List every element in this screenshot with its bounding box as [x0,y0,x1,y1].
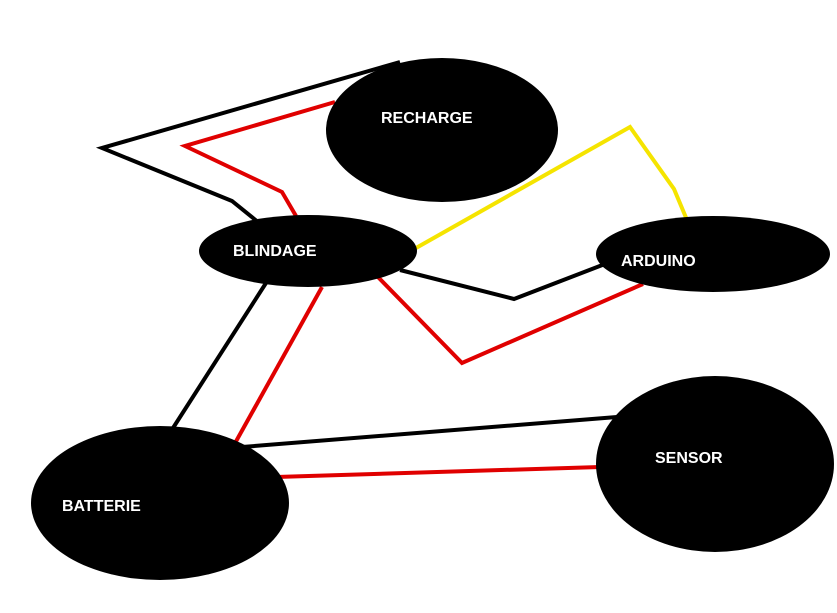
wire-recharge-blindage-black [95,60,401,224]
node-batterie-shape [31,426,289,580]
wire-batterie-sensor-black [241,415,618,449]
wire-blindage-arduino-red [374,273,644,366]
node-blindage: BLINDAGE [199,215,417,287]
node-batterie: BATTERIE [31,426,289,580]
node-recharge: RECHARGE [326,58,558,202]
node-sensor: SENSOR [596,376,834,552]
node-arduino-shape [596,216,830,292]
node-sensor-label: SENSOR [655,450,723,467]
node-blindage-label: BLINDAGE [233,243,317,260]
node-arduino-label: ARDUINO [621,253,696,270]
wire-batterie-sensor-red [275,465,601,479]
wire-blindage-arduino-black [399,262,606,302]
wire-blindage-batterie-red [232,286,324,446]
node-sensor-shape [596,376,834,552]
node-recharge-label: RECHARGE [381,110,473,127]
node-arduino: ARDUINO [596,216,830,292]
wire-blindage-batterie-black [171,281,268,430]
wire-recharge-blindage-red [179,100,336,218]
node-batterie-label: BATTERIE [62,498,141,515]
node-blindage-shape [199,215,417,287]
node-recharge-shape [326,58,558,202]
wire-blindage-arduino-yellow [415,124,689,250]
wires [95,60,689,479]
